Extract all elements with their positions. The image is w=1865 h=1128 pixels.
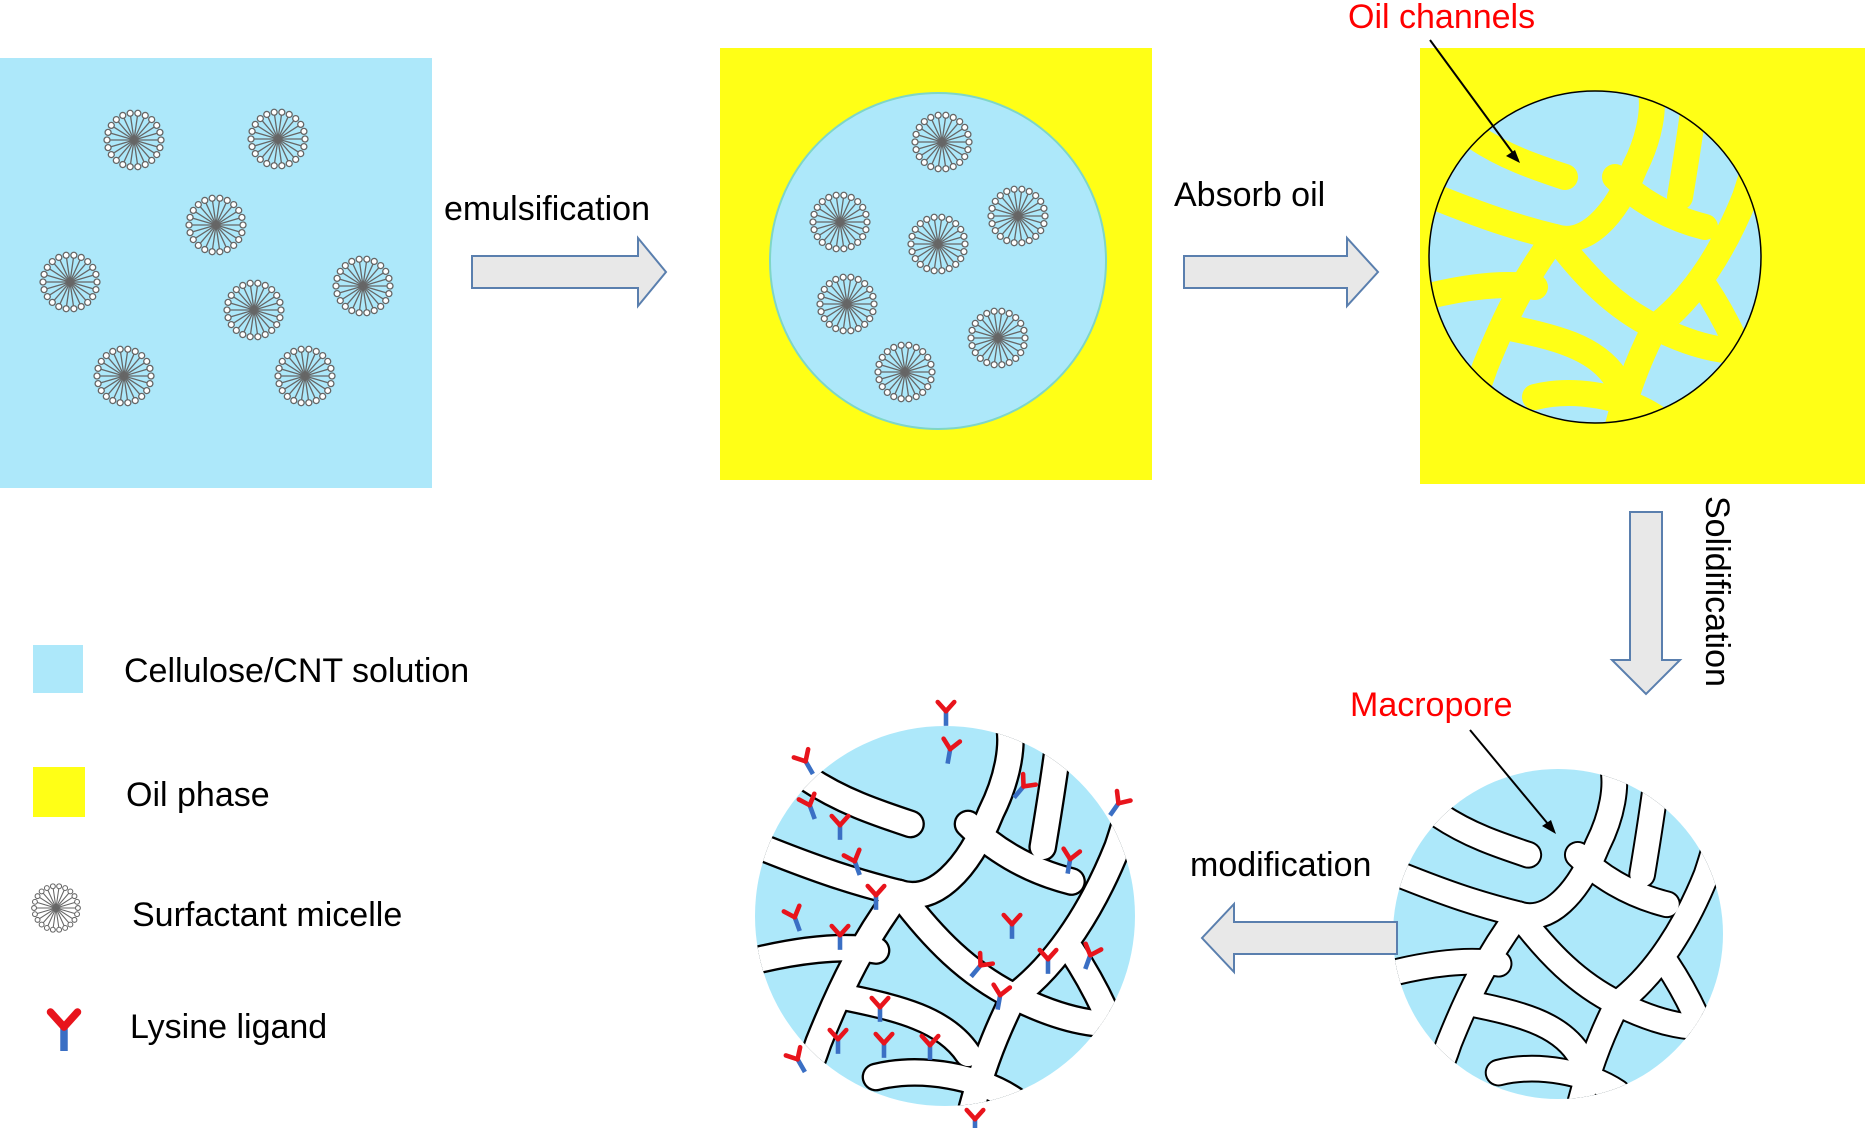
arrow-modification: modification <box>1190 846 1398 975</box>
right-arrow-icon <box>1183 235 1380 309</box>
ligand-icon <box>938 702 955 726</box>
step-label-emulsification: emulsification <box>444 190 650 228</box>
pointer-arrow <box>1469 729 1554 831</box>
pointer-arrow <box>1429 39 1519 161</box>
solution-square <box>0 58 432 488</box>
yellow-square-icon <box>33 767 85 817</box>
legend-label: Oil phase <box>126 776 270 814</box>
panel-modified-particle <box>755 702 1135 1128</box>
legend-label: Surfactant micelle <box>132 896 402 934</box>
arrow-absorb-oil: Absorb oil <box>1174 176 1380 309</box>
arrowhead-icon <box>1542 820 1556 834</box>
micelle-icon <box>31 883 81 933</box>
ligand-icon <box>51 1012 78 1051</box>
callout-oil-channels: Oil channels <box>1348 0 1535 36</box>
step-label-absorb-oil: Absorb oil <box>1174 176 1325 214</box>
right-arrow-icon <box>471 235 668 309</box>
down-arrow-icon <box>1609 511 1683 696</box>
panel-solution <box>0 58 432 488</box>
step-label-solidification: Solidification <box>1698 496 1736 687</box>
ligand-icon <box>794 749 820 778</box>
panel-oil-channels: Oil channels <box>1348 0 1865 484</box>
legend-label: Lysine ligand <box>130 1008 327 1046</box>
ligand-icon <box>1103 791 1130 820</box>
blue-square-icon <box>33 645 83 693</box>
ligand-icon <box>786 1047 812 1076</box>
step-label-modification: modification <box>1190 846 1371 884</box>
arrow-solidification: Solidification <box>1609 496 1736 696</box>
panel-emulsion <box>720 48 1152 480</box>
arrow-emulsification: emulsification <box>444 190 668 309</box>
left-arrow-icon <box>1200 901 1398 975</box>
ligand-icon <box>967 1110 984 1128</box>
legend: Cellulose/CNT solution Oil phase Surfact… <box>31 645 469 1051</box>
panel-macropore: Macropore <box>1350 686 1723 1099</box>
callout-macropore: Macropore <box>1350 686 1513 724</box>
arrowhead-icon <box>1506 150 1520 163</box>
legend-label: Cellulose/CNT solution <box>124 652 469 690</box>
